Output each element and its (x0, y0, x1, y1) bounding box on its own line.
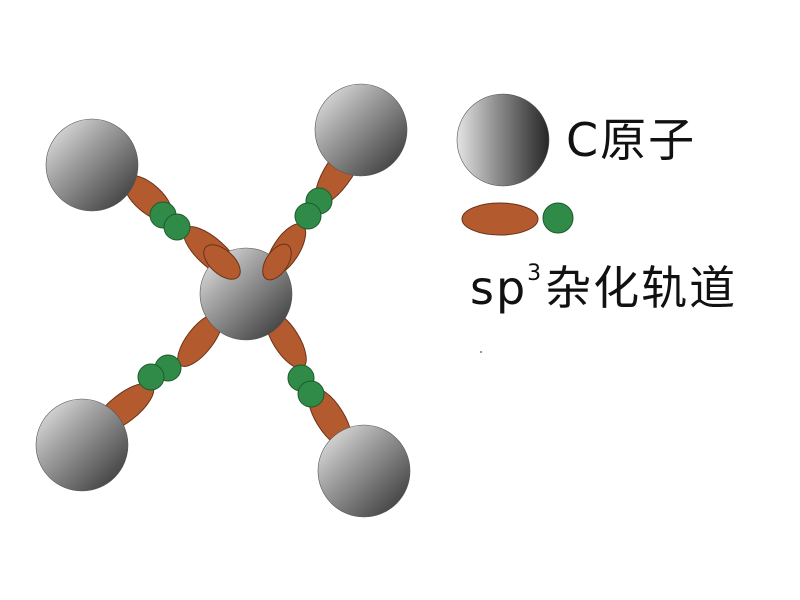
overlap-sphere (163, 213, 191, 241)
overlap-sphere (137, 363, 165, 391)
carbon-atom-lower-left (35, 398, 129, 492)
legend-orbital-lobe-icon (461, 202, 539, 236)
legend-label-sp3-orbital: sp3杂化轨道 (470, 252, 737, 318)
overlap-sphere (294, 202, 322, 230)
legend-carbon-atom-icon (456, 93, 550, 187)
legend-label-carbon-atom: C原子 (566, 113, 697, 167)
orbital-suffix: 杂化轨道 (545, 261, 738, 315)
orbital-superscript: 3 (527, 261, 544, 286)
orbital-prefix: sp (470, 261, 528, 315)
carbon-atom-upper-right (314, 83, 408, 177)
speck (480, 351, 482, 353)
orbital-lobe (203, 244, 241, 280)
legend-overlap-sphere-icon (542, 202, 574, 234)
orbital-lobe (262, 243, 292, 281)
carbon-atom-upper-left (45, 118, 139, 212)
carbon-atom-lower-right (317, 424, 411, 518)
overlap-sphere (297, 380, 325, 408)
